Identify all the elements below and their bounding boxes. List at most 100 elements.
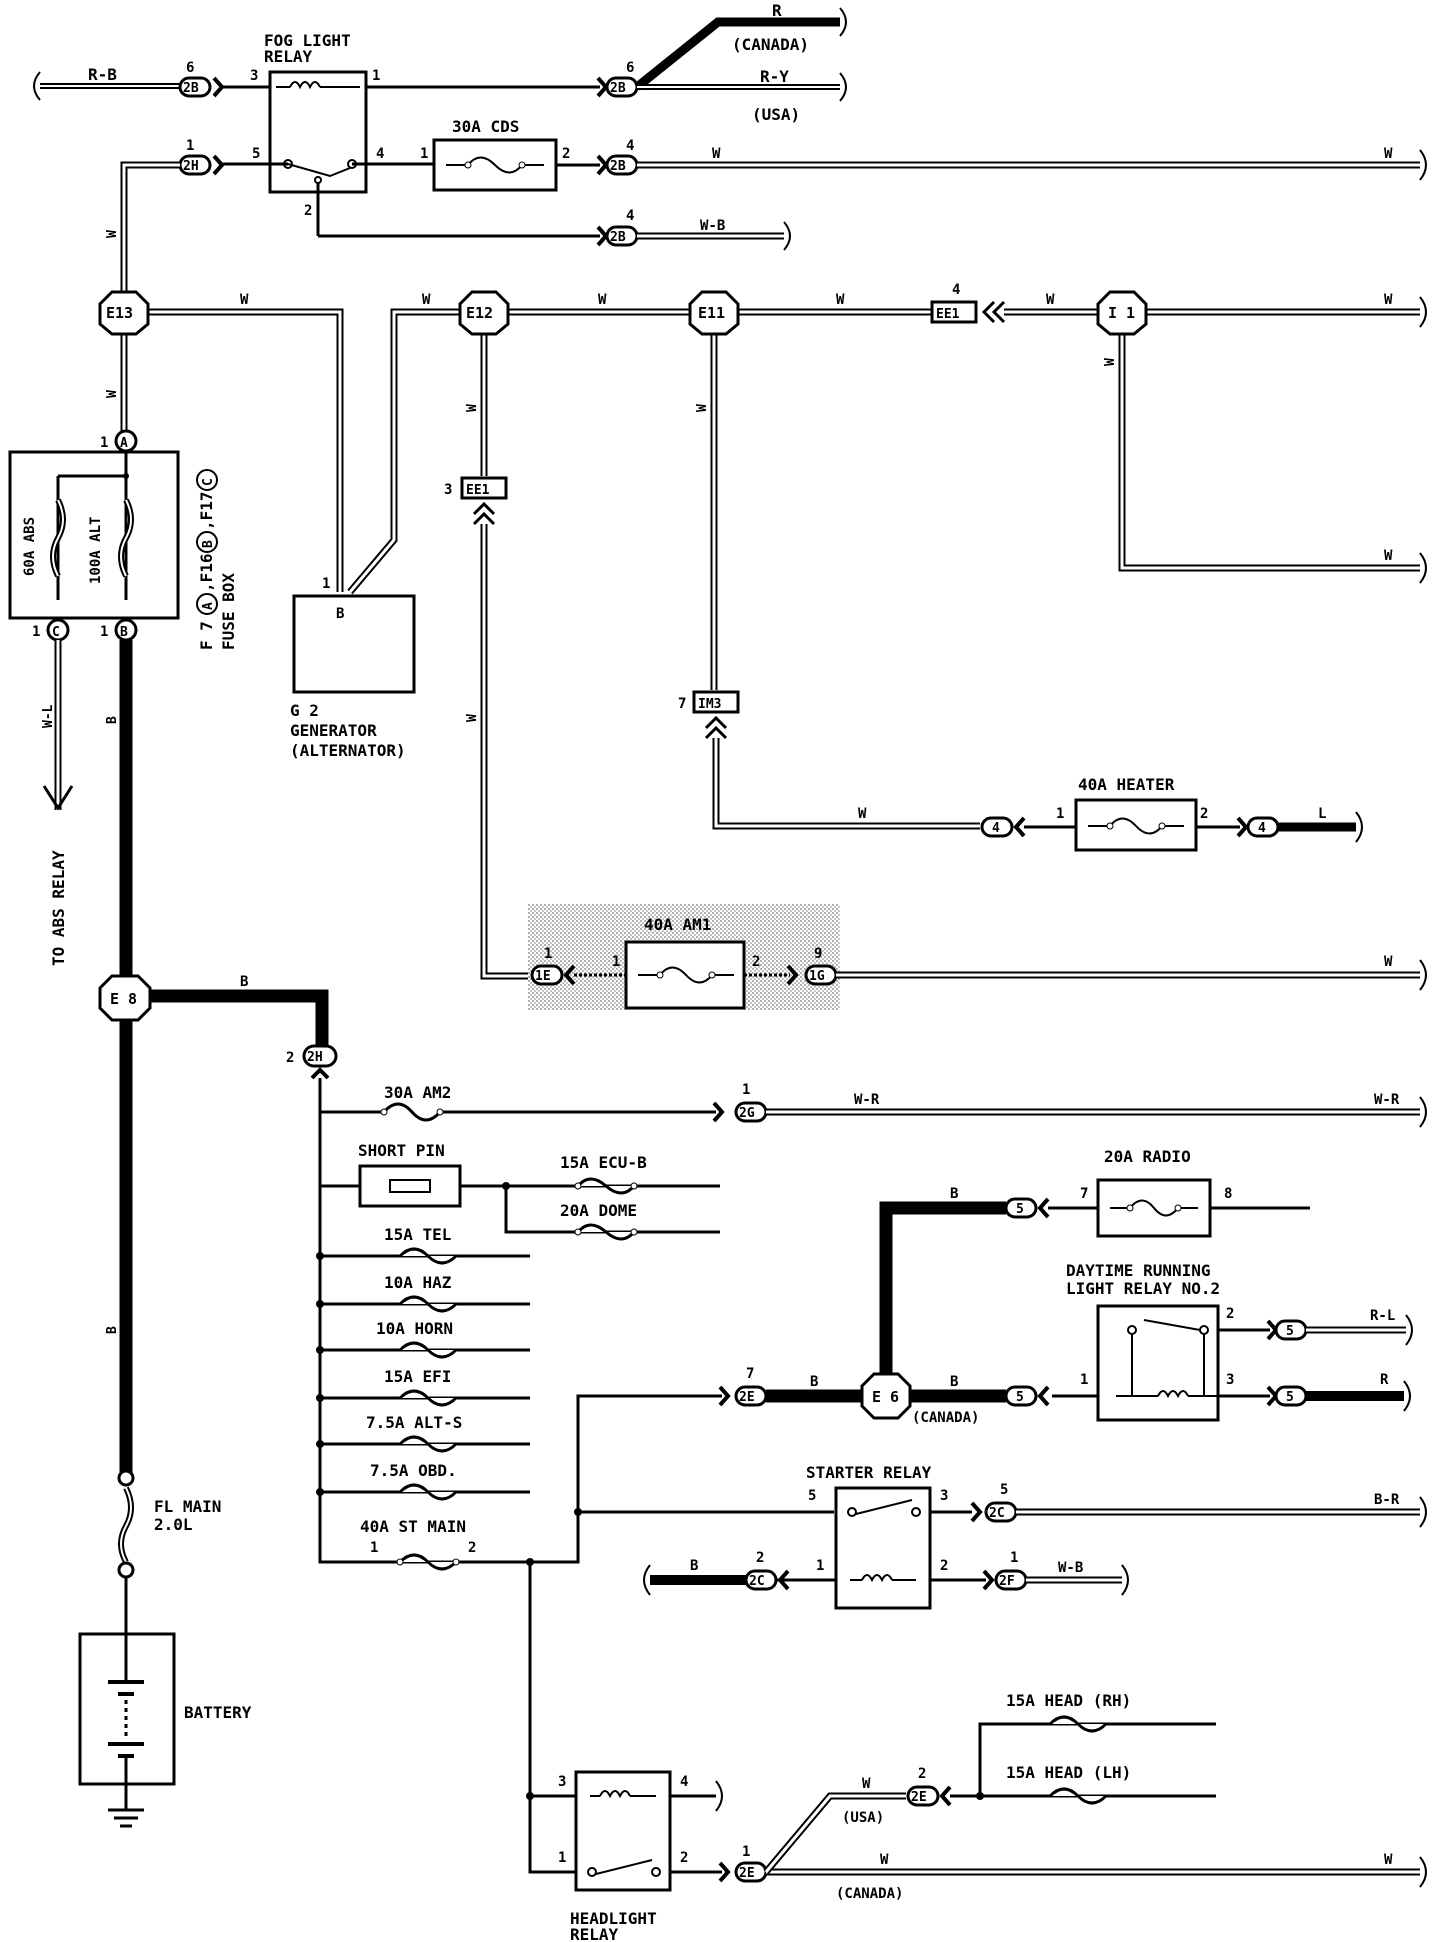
- wire-r-label: R: [772, 1, 782, 20]
- starter-relay-section: 5 STARTER RELAY 3 2C 5 B-R 1 2C 2 B 2: [578, 1463, 1427, 1610]
- svg-text:E12: E12: [466, 304, 493, 322]
- svg-text:1E: 1E: [535, 969, 551, 984]
- svg-text:1: 1: [1010, 1550, 1018, 1566]
- fuse-bus: 30A AM2 2G 1 W-R W-R SHORT PIN 15A ECU-B…: [316, 1078, 1427, 1571]
- heater-section: 4 1 40A HEATER 2 4 L: [980, 775, 1363, 852]
- svg-text:9: 9: [814, 946, 822, 962]
- junction-e11: E11: [688, 290, 740, 336]
- svg-text:B: B: [810, 1374, 818, 1390]
- svg-text:5: 5: [1286, 1390, 1294, 1405]
- svg-text:6: 6: [626, 60, 634, 76]
- svg-text:1: 1: [612, 954, 620, 970]
- fuse-7-5a-alt-s-label: 7.5A ALT-S: [366, 1413, 462, 1432]
- svg-text:3: 3: [558, 1774, 566, 1790]
- svg-text:W: W: [1384, 292, 1393, 308]
- svg-text:L: L: [1318, 806, 1326, 822]
- svg-text:2E: 2E: [739, 1866, 755, 1881]
- svg-text:B: B: [950, 1374, 958, 1390]
- svg-text:1G: 1G: [809, 969, 825, 984]
- svg-text:W: W: [1046, 292, 1055, 308]
- connector-ee1-mid: EE1: [460, 476, 508, 526]
- svg-text:W: W: [862, 1776, 871, 1792]
- svg-text:5: 5: [1000, 1482, 1008, 1498]
- fuse-15a-ecu-b-label: 15A ECU-B: [560, 1153, 647, 1172]
- wire-rb-label: R-B: [88, 65, 117, 84]
- svg-text:A: A: [120, 436, 128, 451]
- svg-text:4: 4: [680, 1774, 688, 1790]
- svg-text:5: 5: [808, 1488, 816, 1504]
- svg-text:1: 1: [100, 435, 108, 451]
- wire-ry-label: R-Y: [760, 67, 789, 86]
- connector-2c-right: 2C: [970, 1501, 1018, 1523]
- svg-text:A: A: [201, 602, 216, 610]
- svg-text:C: C: [201, 478, 216, 486]
- svg-text:B: B: [105, 1326, 120, 1334]
- connector-a-top: A: [114, 429, 138, 453]
- svg-text:B: B: [201, 540, 216, 548]
- headlight-section: 3 1 4 HEADLIGHT RELAY 2 2E 1 W W (CANADA…: [526, 1562, 1427, 1942]
- fl-main-battery: FL MAIN 2.0L BATTERY: [78, 1469, 252, 1828]
- generator-label: G 2: [290, 701, 319, 720]
- svg-text:1: 1: [1056, 806, 1064, 822]
- svg-text:E11: E11: [698, 304, 725, 322]
- svg-text:7: 7: [678, 696, 686, 712]
- fuse-box-label-2: FUSE BOX: [219, 573, 238, 650]
- fuse-box: A 1 60A ABS 100A ALT C 1 B 1 F 7 A ,F16 …: [8, 429, 238, 650]
- svg-text:W: W: [858, 806, 867, 822]
- svg-text:W: W: [1103, 358, 1118, 366]
- svg-text:2: 2: [286, 1050, 294, 1066]
- connector-5-drl-2: 5: [1266, 1319, 1308, 1341]
- svg-text:2E: 2E: [911, 1790, 927, 1805]
- lower-fuses: 15A TEL 10A HAZ 10A HORN 15A EFI 7.5A AL…: [316, 1225, 722, 1571]
- junction-e13: E13: [98, 290, 150, 336]
- fuse-15a-efi-label: 15A EFI: [384, 1367, 451, 1386]
- connector-2e-usa: 2E: [906, 1785, 952, 1807]
- svg-text:I 1: I 1: [1108, 304, 1135, 322]
- svg-text:W: W: [465, 404, 480, 412]
- svg-text:B: B: [105, 716, 120, 724]
- svg-text:W: W: [1384, 1852, 1393, 1868]
- canada-label-head: (CANADA): [836, 1886, 903, 1902]
- svg-text:2H: 2H: [183, 159, 199, 174]
- am1-section: 1E 1 1 40A AM1 2 1G 9 W: [528, 904, 1427, 1010]
- generator-g2: B 1 G 2 GENERATOR (ALTERNATOR): [290, 576, 416, 760]
- svg-text:1: 1: [32, 624, 40, 640]
- connector-2e-head: 2E: [718, 1861, 768, 1883]
- svg-text:IM3: IM3: [698, 697, 721, 712]
- svg-text:B: B: [950, 1186, 958, 1202]
- generator-label-3: (ALTERNATOR): [290, 741, 406, 760]
- svg-text:1: 1: [816, 1558, 824, 1574]
- svg-text:1: 1: [322, 576, 330, 592]
- connector-4-left: 4: [980, 816, 1026, 838]
- connector-5-drl-3: 5: [1266, 1385, 1308, 1407]
- wire-break: [33, 71, 41, 101]
- svg-text:4: 4: [626, 138, 634, 154]
- connector-2h-mid: 2H: [302, 1044, 338, 1080]
- drl-relay-label-2: LIGHT RELAY NO.2: [1066, 1279, 1220, 1298]
- fuse-60a-abs-label: 60A ABS: [22, 517, 38, 576]
- svg-text:1: 1: [370, 1540, 378, 1556]
- svg-text:2E: 2E: [739, 1390, 755, 1405]
- fuse-40a-st-main-label: 40A ST MAIN: [360, 1517, 466, 1536]
- fuse-10a-horn-label: 10A HORN: [376, 1319, 453, 1338]
- svg-text:W: W: [105, 390, 120, 398]
- connector-2b-top: 2B: [596, 76, 639, 98]
- svg-text:2: 2: [918, 1766, 926, 1782]
- svg-text:3: 3: [1226, 1372, 1234, 1388]
- svg-text:3: 3: [250, 68, 258, 84]
- fuse-30a-cds-label: 30A CDS: [452, 117, 519, 136]
- svg-text:B-R: B-R: [1374, 1492, 1400, 1508]
- svg-text:W-B: W-B: [1058, 1560, 1083, 1576]
- svg-text:2H: 2H: [307, 1050, 323, 1065]
- connector-5-radio: 5: [1004, 1197, 1050, 1219]
- svg-text:2: 2: [304, 203, 312, 219]
- battery-label: BATTERY: [184, 1703, 252, 1722]
- svg-text:5: 5: [252, 146, 260, 162]
- svg-text:E 8: E 8: [110, 990, 137, 1008]
- connector-2b-left: 2B: [178, 76, 225, 98]
- drl-relay-label: DAYTIME RUNNING: [1066, 1261, 1211, 1280]
- svg-text:2: 2: [1200, 806, 1208, 822]
- svg-text:7: 7: [1080, 1186, 1088, 1202]
- svg-text:3: 3: [444, 482, 452, 498]
- connector-2c-left: 2C: [744, 1569, 790, 1591]
